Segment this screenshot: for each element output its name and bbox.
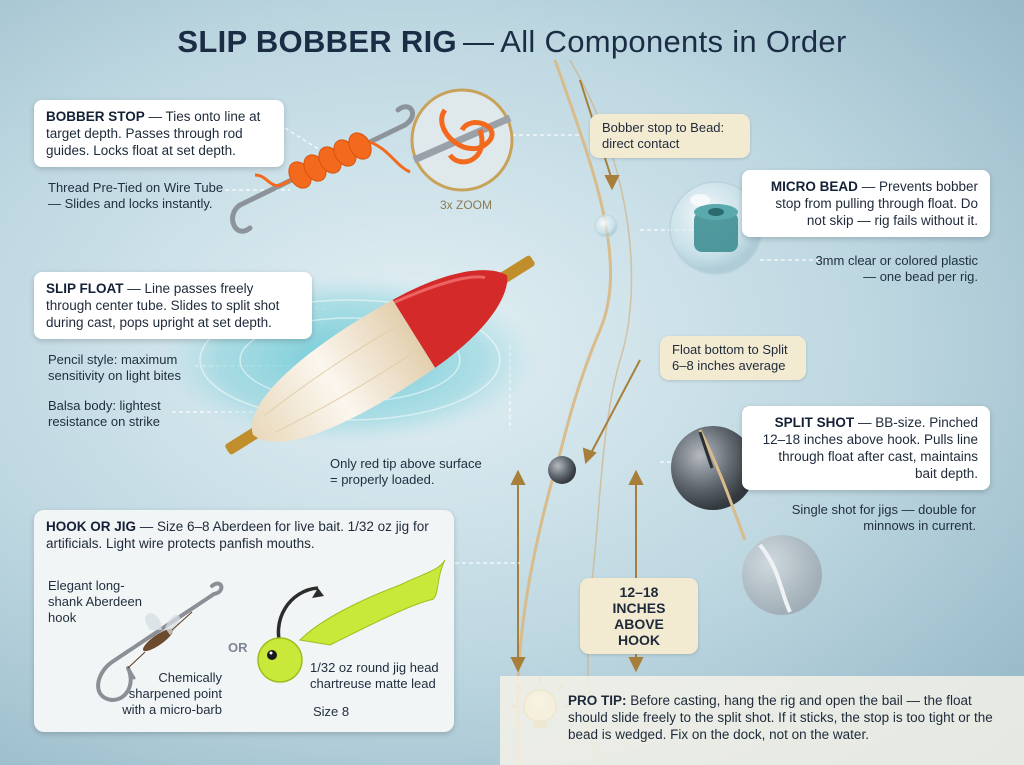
jig-size-note: Size 8 xyxy=(313,704,350,719)
split-shot-card: SPLIT SHOT — BB-size. Pinched 12–18 inch… xyxy=(742,406,990,490)
aberdeen-hook-icon xyxy=(96,581,224,703)
page-title: SLIP BOBBER RIG—All Components in Order xyxy=(0,24,1024,60)
slip-float-note-tip: Only red tip above surface = properly lo… xyxy=(330,456,482,487)
hook-note-point: Chemically sharpened point with a micro-… xyxy=(122,670,222,717)
hook-note-aberdeen: Elegant long-shank Aberdeen hook xyxy=(48,578,142,625)
title-dash: — xyxy=(462,24,495,59)
title-rest: All Components in Order xyxy=(500,24,847,59)
or-label: OR xyxy=(228,640,248,655)
hook-or-jig-heading: HOOK OR JIG xyxy=(46,519,137,534)
micro-bead-note: 3mm clear or colored plastic — one bead … xyxy=(815,253,978,284)
zoom-circle xyxy=(410,88,514,192)
bobber-stop-text: — Ties onto line at target depth. Passes… xyxy=(46,109,261,158)
split-shot-heading: SPLIT SHOT xyxy=(774,415,855,430)
slip-float-card: SLIP FLOAT — Line passes freely through … xyxy=(34,272,312,339)
hook-distance-tag: 12–18 INCHES ABOVE HOOK xyxy=(580,578,698,654)
pro-tip-text-block: PRO TIP: Before casting, hang the rig an… xyxy=(568,692,1008,743)
slip-float-note-balsa: Balsa body: lightest resistance on strik… xyxy=(48,398,161,429)
slip-float-illustration xyxy=(225,255,535,455)
hook-or-jig-text: — Size 6–8 Aberdeen for live bait. 1/32 … xyxy=(46,519,429,551)
micro-bead-illustration xyxy=(669,181,763,275)
slip-float-text: — Line passes freely through center tube… xyxy=(46,281,280,330)
fishing-line xyxy=(515,59,612,765)
bead-spacing-tag: Bobber stop to Bead: direct contact xyxy=(590,114,750,158)
pro-tip-panel xyxy=(500,676,1024,765)
slip-float-heading: SLIP FLOAT xyxy=(46,281,124,296)
split-shot-open-illustration xyxy=(742,535,822,615)
micro-bead-on-line xyxy=(594,214,618,238)
slip-float-note-pencil: Pencil style: maximum sensitivity on lig… xyxy=(48,352,181,383)
bobber-stop-heading: BOBBER STOP xyxy=(46,109,145,124)
hook-or-jig-card: HOOK OR JIG — Size 6–8 Aberdeen for live… xyxy=(34,510,454,560)
bobber-stop-card: BOBBER STOP — Ties onto line at target d… xyxy=(34,100,284,167)
bobber-stop-note: Thread Pre-Tied on Wire Tube — Slides an… xyxy=(48,180,224,211)
split-shot-text: — BB-size. Pinched 12–18 inches above ho… xyxy=(762,415,978,481)
split-shot-note: Single shot for jigs — double for minnow… xyxy=(791,502,976,533)
micro-bead-heading: MICRO BEAD xyxy=(770,179,858,194)
zoom-label: 3x ZOOM xyxy=(440,198,493,212)
jig-note: 1/32 oz round jig head chartreuse matte … xyxy=(310,660,439,691)
title-strong: SLIP BOBBER RIG xyxy=(177,24,457,59)
micro-bead-card: MICRO BEAD — Prevents bobber stop from p… xyxy=(742,170,990,237)
pro-tip-text: Before casting, hang the rig and open th… xyxy=(568,693,993,742)
mayfly-icon xyxy=(127,611,193,669)
pro-tip-label: PRO TIP: xyxy=(568,693,627,708)
jig-icon xyxy=(257,559,446,683)
bobber-stop-illustration xyxy=(230,104,416,234)
hook-or-jig-panel xyxy=(34,510,454,732)
split-shot-illustration xyxy=(671,426,755,541)
micro-bead-text: — Prevents bobber stop from pulling thro… xyxy=(775,179,978,228)
split-shot-on-line xyxy=(548,456,576,484)
spacing-arrows xyxy=(510,79,644,673)
float-split-tag: Float bottom to Split 6–8 inches average xyxy=(660,336,806,380)
